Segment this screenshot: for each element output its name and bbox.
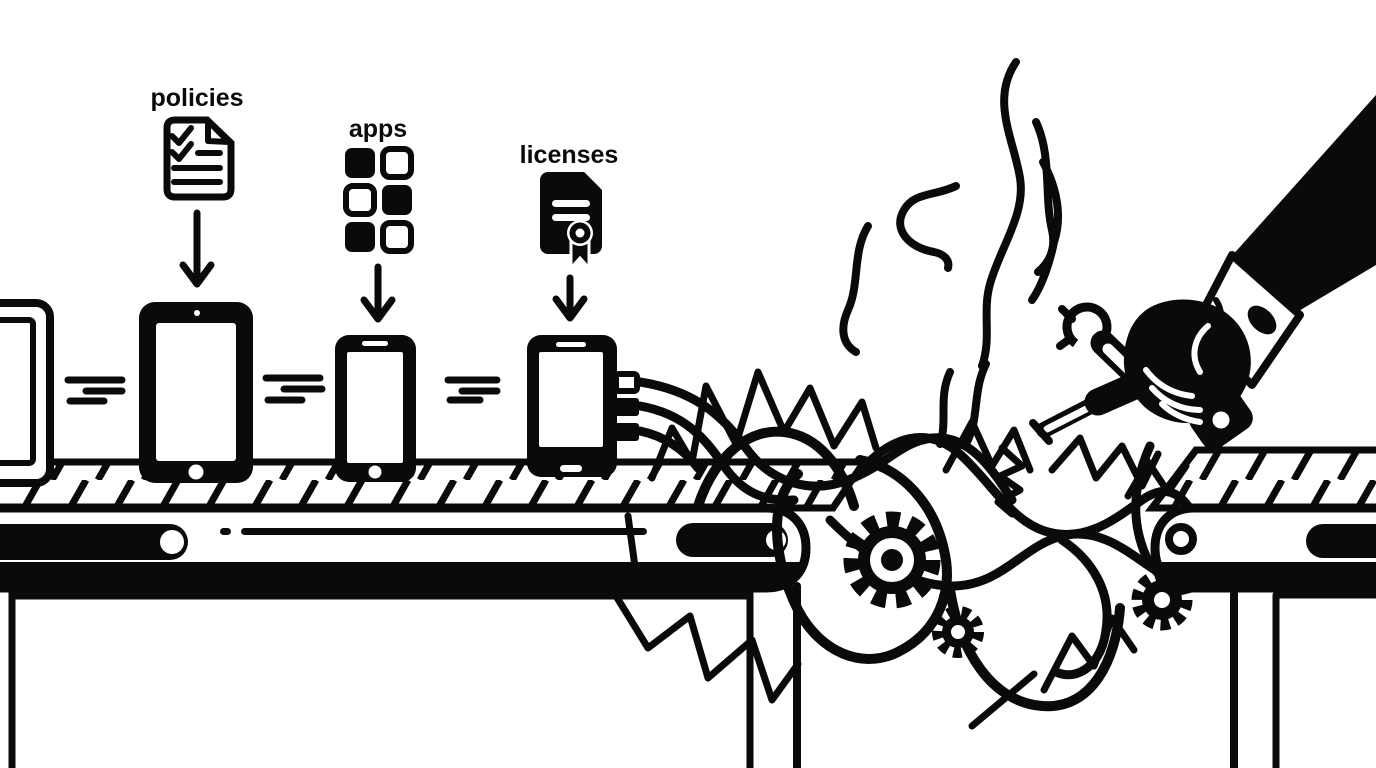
licenses-down-arrow-icon: [552, 274, 588, 322]
belt-groove-dash: [220, 528, 231, 535]
speed-lines-3: [444, 376, 501, 404]
licenses-label: licenses: [520, 141, 619, 169]
licenses-group: licenses: [520, 141, 619, 322]
phone-speaker: [362, 341, 388, 346]
charging-plugs: [613, 371, 640, 441]
phone-speaker: [556, 342, 586, 347]
policies-checklist-document-icon: [163, 116, 235, 201]
phone-home-pill: [560, 465, 582, 472]
tablet-home-button: [188, 464, 204, 480]
roller-pill-left: [0, 524, 188, 560]
gear-small-icon: [932, 606, 984, 658]
roller-pill-right-belt: [1306, 524, 1376, 558]
conveyor-right-body: [1150, 503, 1376, 593]
belt-groove-line: [241, 528, 647, 535]
conveyor-left: [0, 458, 871, 768]
repair-arm: [1029, 95, 1376, 450]
finger-lines: [1143, 323, 1211, 425]
licenses-certificate-icon: [540, 168, 606, 272]
screwdriver-butt: [1189, 388, 1253, 450]
tablet-screen: [156, 323, 236, 461]
conveyor-left-stand: [8, 582, 801, 768]
conveyor-right-stand: [1230, 582, 1376, 768]
apps-grid-icon: [343, 146, 414, 254]
speed-lines-1: [64, 376, 126, 405]
phone-home-button: [368, 465, 382, 479]
device-phone-licenses: [527, 335, 640, 477]
phone-screen: [347, 352, 403, 463]
gear-right-icon: [1131, 569, 1193, 631]
phone-screen: [539, 352, 603, 447]
smoke-wisps: [839, 58, 1062, 448]
tablet-camera-dot: [194, 310, 200, 316]
conveyor-right: [1144, 446, 1376, 768]
suit-sleeve: [1230, 95, 1376, 318]
device-tablet: [139, 302, 253, 483]
policies-label: policies: [150, 84, 243, 112]
policies-group: policies: [150, 84, 244, 288]
conveyor-left-body: [0, 503, 811, 593]
device-phone-apps: [335, 335, 416, 482]
apps-label: apps: [349, 115, 407, 143]
apps-group: apps: [343, 115, 414, 323]
roller-pill-right: [676, 523, 788, 557]
roller-hub-right-belt: [1165, 523, 1197, 555]
device-tablet-edge: [0, 299, 54, 487]
speed-lines-2: [262, 374, 326, 404]
policies-down-arrow-icon: [179, 209, 215, 288]
gear-large-icon: [843, 511, 941, 609]
roller-pill-left-hub: [160, 530, 184, 554]
apps-down-arrow-icon: [360, 263, 396, 323]
